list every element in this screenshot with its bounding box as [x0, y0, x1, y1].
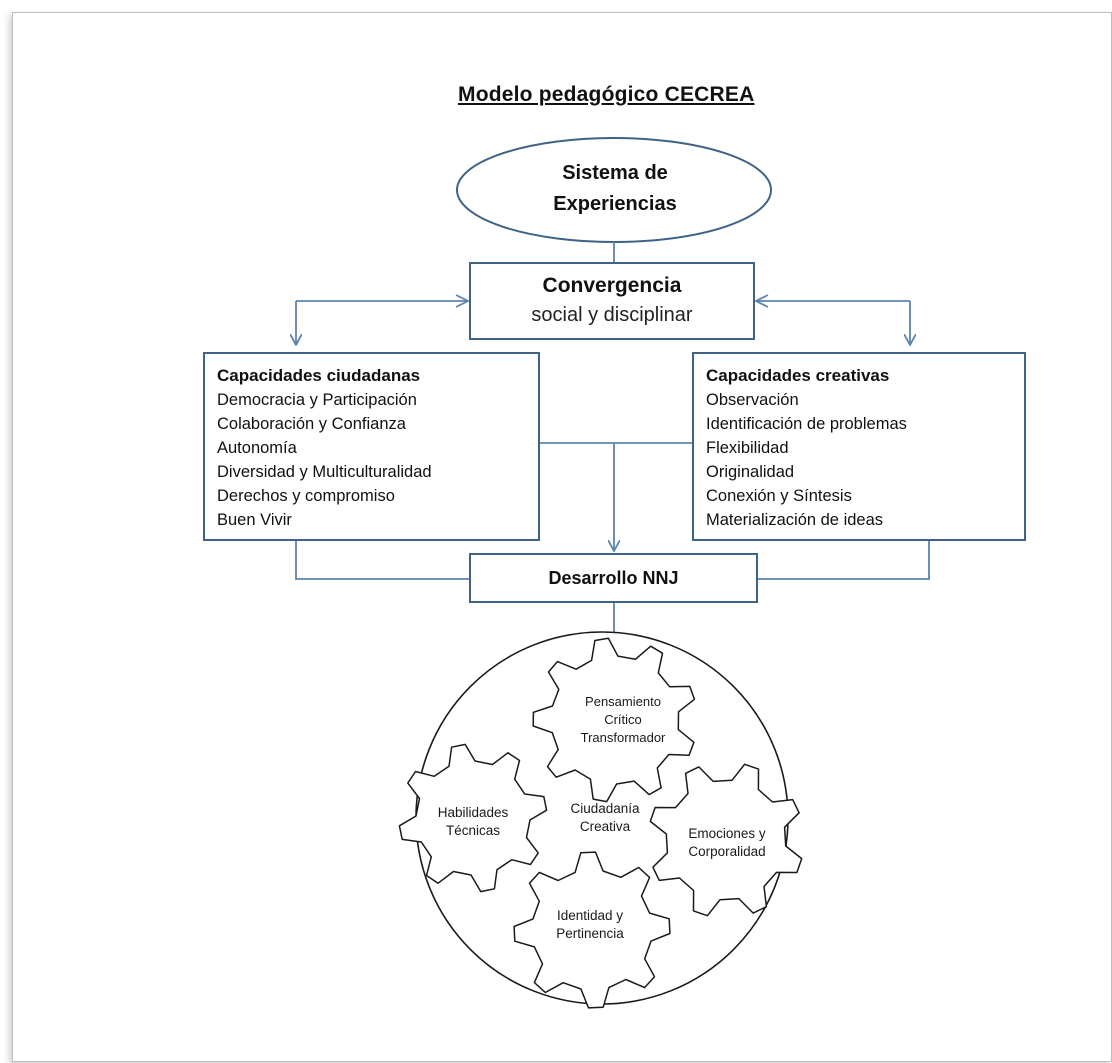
- creative-capacity-item: Flexibilidad: [706, 439, 789, 457]
- citizen-capacity-item: Diversidad y Multiculturalidad: [217, 463, 432, 481]
- creative-capacities-box: Capacidades creativas Observación Identi…: [692, 352, 1026, 541]
- experiences-line2: Experiencias: [553, 193, 677, 215]
- citizen-capacity-item: Derechos y compromiso: [217, 487, 395, 505]
- citizen-capacities-heading: Capacidades ciudadanas: [217, 366, 421, 385]
- center-label: Ciudadanía Creativa: [540, 800, 670, 836]
- gear-label-line: Transformador: [580, 730, 666, 745]
- gear-label-line: Pertinencia: [556, 926, 624, 941]
- gear-critical-thinking-icon: [532, 637, 696, 803]
- experiences-line1: Sistema de: [562, 162, 668, 184]
- citizen-capacity-item: Autonomía: [217, 439, 297, 457]
- gear-label-critical-thinking: Pensamiento Crítico Transformador: [553, 693, 693, 747]
- center-label-line2: Creativa: [579, 819, 631, 834]
- convergence-box: Convergencia social y disciplinar: [469, 262, 755, 340]
- gear-identity-icon: [513, 851, 671, 1009]
- gear-label-line: Corporalidad: [688, 844, 766, 859]
- connector-right-development: [758, 541, 930, 580]
- gear-label-line: Identidad y: [556, 908, 624, 923]
- gear-label-identity: Identidad y Pertinencia: [525, 907, 655, 943]
- gear-label-technical-skills: Habilidades Técnicas: [408, 804, 538, 840]
- convergence-title: Convergencia: [542, 274, 682, 297]
- citizen-capacity-item: Buen Vivir: [217, 511, 292, 529]
- convergence-subtitle: social y disciplinar: [531, 304, 693, 326]
- citizen-capacity-item: Colaboración y Confianza: [217, 415, 406, 433]
- arrow-convergence-left-head: [455, 294, 471, 308]
- creative-capacity-item: Identificación de problemas: [706, 415, 907, 433]
- gear-label-line: Crítico: [604, 712, 642, 727]
- gear-label-emotions: Emociones y Corporalidad: [662, 825, 792, 861]
- gear-label-line: Emociones y: [688, 826, 766, 841]
- gear-emotions-icon: [649, 763, 803, 917]
- diagram-title: Modelo pedagógico CECREA: [458, 83, 755, 106]
- creative-capacity-item: Materialización de ideas: [706, 511, 884, 529]
- citizen-capacities-box: Capacidades ciudadanas Democracia y Part…: [203, 352, 540, 541]
- center-label-line1: Ciudadanía: [570, 801, 640, 816]
- gear-label-line: Habilidades: [437, 805, 509, 820]
- gear-label-line: Pensamiento: [585, 694, 661, 709]
- creative-capacity-item: Originalidad: [706, 463, 795, 481]
- connector-left-development: [295, 541, 469, 580]
- gear-technical-skills-icon: [398, 743, 548, 893]
- development-box: Desarrollo NNJ: [469, 553, 758, 603]
- creative-capacities-heading: Capacidades creativas: [706, 366, 890, 385]
- creative-capacity-item: Conexión y Síntesis: [706, 487, 852, 505]
- citizen-capacity-item: Democracia y Participación: [217, 391, 417, 409]
- gear-label-line: Técnicas: [445, 823, 501, 838]
- creative-capacity-item: Observación: [706, 391, 799, 409]
- arrow-convergence-right-head: [753, 294, 769, 308]
- experiences-label: Sistema de Experiencias: [460, 158, 770, 220]
